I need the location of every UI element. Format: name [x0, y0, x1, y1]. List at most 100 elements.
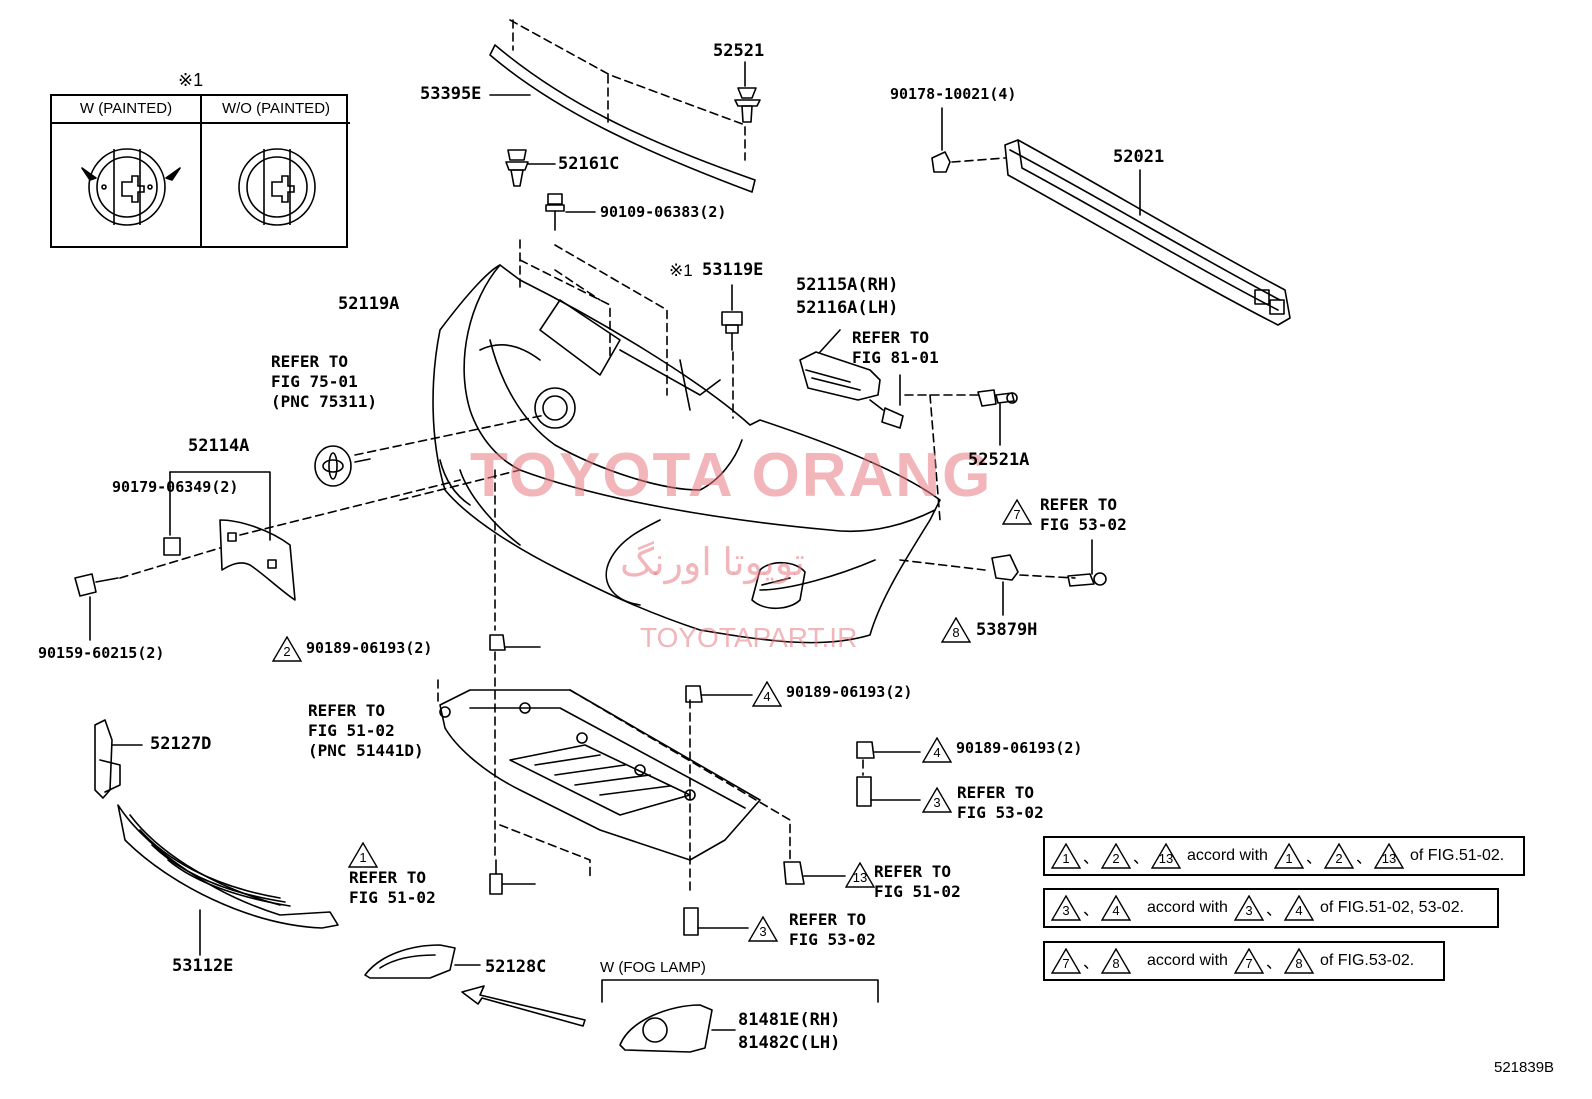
watermark-site: TOYOTAPART.IR [640, 622, 858, 653]
watermark-farsi: تویوتا اورنگ [620, 542, 805, 584]
legend-mark: 4 [1283, 895, 1314, 921]
legend-separator: 、 [1355, 850, 1372, 867]
legend-mark: 13 [1373, 843, 1404, 869]
legend-separator: 、 [1083, 902, 1100, 919]
legend-mark: 1 [1051, 843, 1081, 869]
triangle-mark-3b: 3 [748, 916, 778, 942]
screw-53-02 [1067, 539, 1107, 587]
legend-mark: 1 [1273, 843, 1304, 869]
label-53119E: 53119E [702, 260, 764, 280]
seal-strip-53395E [489, 44, 756, 193]
triangle-mark-4b: 4 [922, 737, 952, 763]
legend-mark: 3 [1051, 895, 1081, 921]
label-90178: 90178-10021(4) [890, 85, 1017, 103]
legend-mark: 2 [1323, 843, 1354, 869]
legend-text: accord with [1187, 847, 1268, 864]
label-52119A: 52119A [338, 294, 400, 314]
legend-mark: 7 [1233, 948, 1264, 974]
legend-row-2: 3 、 4 accord with 3 、 4 of FIG.51-02, 53… [1043, 888, 1499, 928]
clip-52161C [505, 149, 556, 187]
clip-nut-b [685, 685, 753, 703]
bolt-under-2 [683, 907, 749, 936]
clip-painted-icon [88, 148, 166, 226]
fastener-53119E [721, 284, 743, 351]
label-90189-c: 90189-06193(2) [956, 739, 1083, 757]
watermark-main: TOYOTA ORANG [470, 441, 993, 510]
triangle-mark-4a: 4 [752, 681, 782, 707]
legend-separator: 、 [1265, 902, 1282, 919]
legend-row-3: 7 、 8 accord with 7 、 8 of FIG.53-02. [1043, 941, 1445, 981]
inset-painted: W (PAINTED) [52, 96, 202, 246]
clip-unpainted-icon [238, 148, 316, 226]
paint-inset: W (PAINTED) W/O (PAINTED) [50, 94, 350, 248]
label-52114A: 52114A [188, 436, 250, 456]
arrow [461, 985, 586, 1027]
inset-unpainted: W/O (PAINTED) [202, 96, 350, 246]
triangle-mark-3a: 3 [922, 787, 952, 813]
legend-suffix: of FIG.51-02. [1409, 847, 1505, 864]
label-52161C: 52161C [558, 154, 620, 174]
label-52128C: 52128C [485, 957, 547, 977]
clip-52521 [734, 61, 761, 123]
under-cover-dash [437, 469, 864, 896]
legend-text: accord with [1147, 952, 1228, 969]
label-52021: 52021 [1113, 147, 1165, 167]
reinforcement-52021 [1004, 139, 1291, 326]
label-53879H: 53879H [976, 620, 1038, 640]
fog-lamp-bracket [601, 979, 879, 1003]
refer-fig-53-02-three-a: REFER TO FIG 53-02 [957, 783, 1044, 822]
label-90189-b: 90189-06193(2) [786, 683, 913, 701]
refer-fig-81-01: REFER TO FIG 81-01 [852, 328, 939, 367]
label-90179: 90179-06349(2) [112, 478, 239, 496]
label-52521: 52521 [713, 41, 765, 61]
label-52115A: 52115A(RH) [796, 275, 899, 295]
label-81481E: 81481E(RH) [738, 1010, 841, 1030]
label-52521A: 52521A [968, 450, 1030, 470]
legend-mark: 7 [1051, 948, 1081, 974]
legend-row-1: 1 、 2 、 13 accord with 1 、 2 、 13 of FIG… [1043, 836, 1525, 876]
legend-mark: 13 [1151, 843, 1182, 869]
bumper-dash [354, 239, 1076, 579]
clip-nut-c [856, 741, 921, 759]
legend-mark: 4 [1101, 895, 1132, 921]
triangle-mark-13: 13 [845, 862, 875, 888]
label-53395E: 53395E [420, 84, 482, 104]
refer-fig-53-02-three-b: REFER TO FIG 53-02 [789, 910, 876, 949]
label-90159: 90159-60215(2) [38, 644, 165, 662]
side-bracket-52115A [799, 329, 881, 401]
refer-fig-75-01: REFER TO FIG 75-01 (PNC 75311) [271, 352, 377, 411]
refer-fig-53-02-seven: REFER TO FIG 53-02 [1040, 495, 1127, 534]
lower-grille-53112E [117, 804, 339, 956]
legend-separator: 、 [1265, 955, 1282, 972]
fog-lamp-bezel [619, 1004, 736, 1053]
legend-mark: 2 [1101, 843, 1132, 869]
under-cover [439, 689, 761, 861]
label-fog-lamp: W (FOG LAMP) [600, 959, 706, 976]
inset-note-mark: ※1 [178, 70, 204, 90]
triangle-mark-2: 2 [272, 636, 302, 662]
clip-52521A [977, 389, 1018, 446]
nut-90179 [163, 537, 181, 556]
legend-suffix: of FIG.53-02. [1319, 952, 1415, 969]
triangle-mark-7: 7 [1002, 499, 1032, 525]
emblem [314, 445, 371, 487]
inset-header-unpainted: W/O (PAINTED) [202, 96, 350, 124]
legend-separator: 、 [1305, 850, 1322, 867]
grille-bracket-52127D [94, 719, 143, 799]
bumper-cover-52119A [432, 264, 941, 644]
bolt-under-1 [489, 859, 536, 895]
clip-53879H [991, 554, 1019, 616]
label-90109: 90109-06383(2) [600, 203, 727, 221]
seal-strip-dash [509, 19, 746, 161]
clip-13 [783, 861, 846, 885]
nut-90178 [931, 107, 951, 173]
inset-arrows [81, 167, 181, 181]
refer-fig-51-02-pnc: REFER TO FIG 51-02 (PNC 51441D) [308, 701, 424, 760]
legend-mark: 8 [1283, 948, 1314, 974]
legend-suffix: of FIG.51-02, 53-02. [1319, 899, 1465, 916]
bolt-90109 [545, 193, 596, 231]
triangle-mark-8: 8 [941, 617, 971, 643]
bracket-52114A [169, 471, 296, 601]
label-53112E: 53112E [172, 956, 234, 976]
